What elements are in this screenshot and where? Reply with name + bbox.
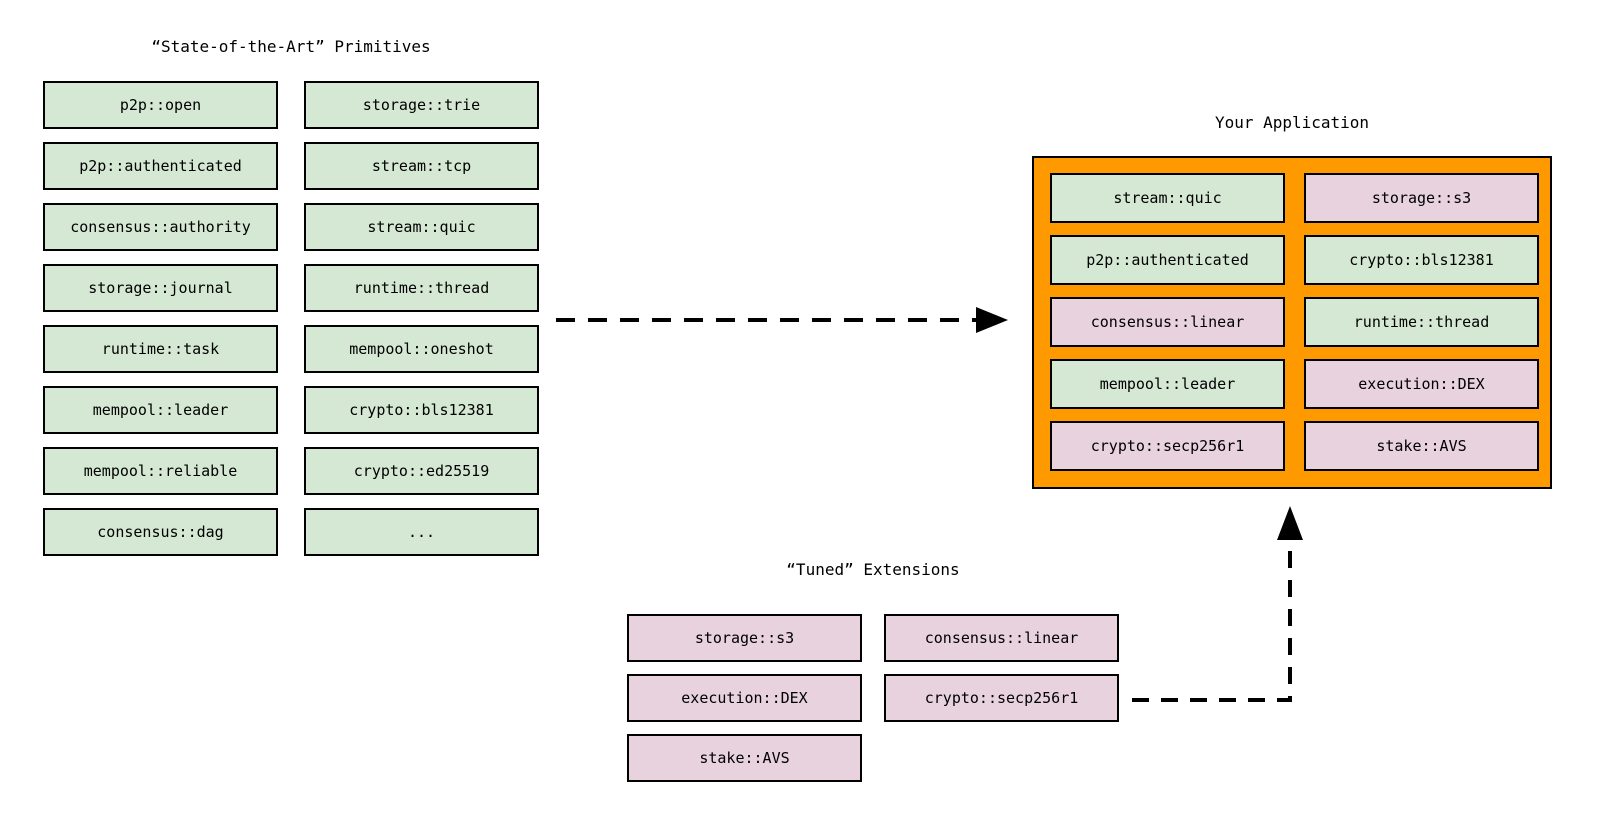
primitive-box: ... xyxy=(304,508,539,556)
extension-box: execution::DEX xyxy=(627,674,862,722)
primitive-box: consensus::authority xyxy=(43,203,278,251)
application-component-box: crypto::bls12381 xyxy=(1304,235,1539,285)
application-title: Your Application xyxy=(1214,113,1370,132)
extension-box: stake::AVS xyxy=(627,734,862,782)
primitive-box: runtime::task xyxy=(43,325,278,373)
primitive-box: p2p::open xyxy=(43,81,278,129)
primitive-box: consensus::dag xyxy=(43,508,278,556)
application-component-box: execution::DEX xyxy=(1304,359,1539,409)
primitive-box: crypto::ed25519 xyxy=(304,447,539,495)
primitive-box: mempool::oneshot xyxy=(304,325,539,373)
primitive-box: stream::quic xyxy=(304,203,539,251)
application-component-box: stake::AVS xyxy=(1304,421,1539,471)
primitives-title: “State-of-the-Art” Primitives xyxy=(151,37,431,56)
application-component-box: storage::s3 xyxy=(1304,173,1539,223)
arrow-right-head-icon xyxy=(976,307,1008,333)
application-component-box: stream::quic xyxy=(1050,173,1285,223)
primitive-box: crypto::bls12381 xyxy=(304,386,539,434)
application-component-box: p2p::authenticated xyxy=(1050,235,1285,285)
primitives-to-application-arrow xyxy=(556,307,1008,333)
application-component-box: mempool::leader xyxy=(1050,359,1285,409)
application-component-box: crypto::secp256r1 xyxy=(1050,421,1285,471)
extension-box: consensus::linear xyxy=(884,614,1119,662)
extension-box: crypto::secp256r1 xyxy=(884,674,1119,722)
primitive-box: stream::tcp xyxy=(304,142,539,190)
primitive-box: storage::journal xyxy=(43,264,278,312)
extension-box: storage::s3 xyxy=(627,614,862,662)
application-component-box: consensus::linear xyxy=(1050,297,1285,347)
primitive-box: mempool::reliable xyxy=(43,447,278,495)
primitive-box: p2p::authenticated xyxy=(43,142,278,190)
primitive-box: mempool::leader xyxy=(43,386,278,434)
extensions-to-application-arrow xyxy=(1132,506,1303,702)
application-component-box: runtime::thread xyxy=(1304,297,1539,347)
extensions-title: “Tuned” Extensions xyxy=(786,560,960,579)
primitive-box: runtime::thread xyxy=(304,264,539,312)
primitive-box: storage::trie xyxy=(304,81,539,129)
arrow-up-head-icon xyxy=(1277,506,1303,540)
